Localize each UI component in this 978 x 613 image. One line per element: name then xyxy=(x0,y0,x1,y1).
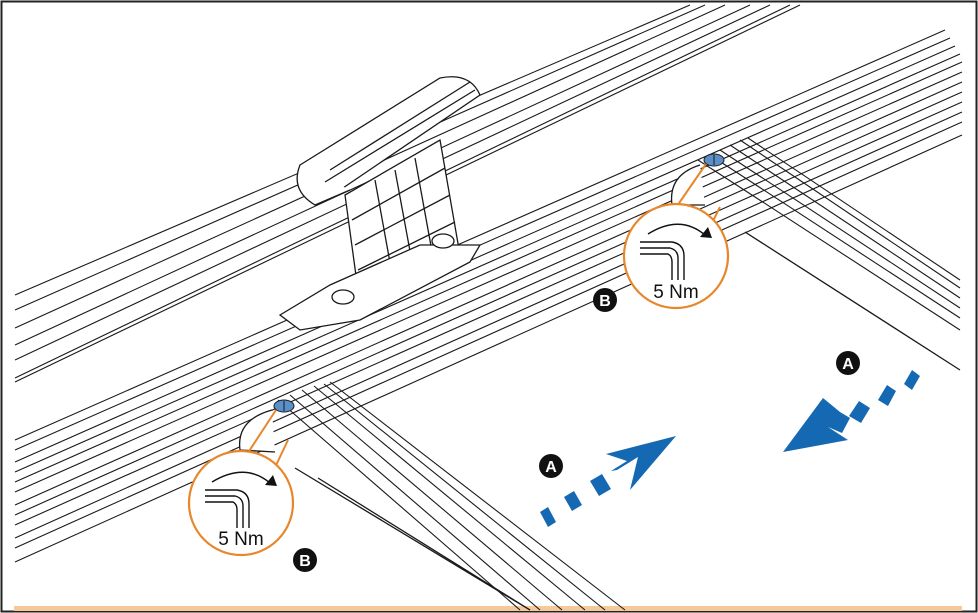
support-bracket xyxy=(278,138,482,331)
rotation-arrow-icon xyxy=(211,471,271,484)
svg-text:B: B xyxy=(599,293,611,310)
cross-rail-left xyxy=(277,381,626,611)
label-b-left: B xyxy=(293,548,317,572)
hex-key-icon xyxy=(640,241,685,280)
bottom-warning-strip xyxy=(14,606,962,611)
svg-text:B: B xyxy=(299,553,311,570)
torque-callout-right: 5 Nm xyxy=(622,163,730,310)
torque-callout-left: 5 Nm xyxy=(187,409,295,557)
svg-text:A: A xyxy=(842,356,854,373)
svg-text:A: A xyxy=(545,459,557,476)
label-a-right: A xyxy=(836,351,860,375)
label-b-right: B xyxy=(593,288,617,312)
direction-arrow-left xyxy=(540,436,676,527)
torque-label-left: 5 Nm xyxy=(218,529,263,550)
bracket-bolt-left xyxy=(331,289,355,305)
hex-key-icon xyxy=(205,489,250,528)
label-a-left: A xyxy=(539,454,563,478)
direction-arrow-right xyxy=(783,370,920,452)
torque-label-right: 5 Nm xyxy=(653,282,698,303)
cross-rail-right xyxy=(697,137,961,331)
main-rail xyxy=(14,29,963,563)
bracket-bolt-right xyxy=(431,233,455,249)
tube-sleeve xyxy=(296,76,481,206)
rotation-arrow-icon xyxy=(647,223,706,236)
screw-icon xyxy=(273,153,725,413)
